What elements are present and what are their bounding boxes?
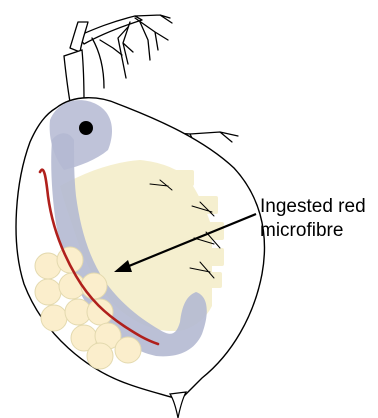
compound-eye xyxy=(79,121,93,135)
antenna-upper xyxy=(70,15,172,88)
annotation-label-line-1: Ingested red xyxy=(260,196,366,218)
tail-spine xyxy=(170,392,186,418)
head-stalk xyxy=(64,50,84,102)
annotation-label-line-2: microfibre xyxy=(260,220,343,242)
